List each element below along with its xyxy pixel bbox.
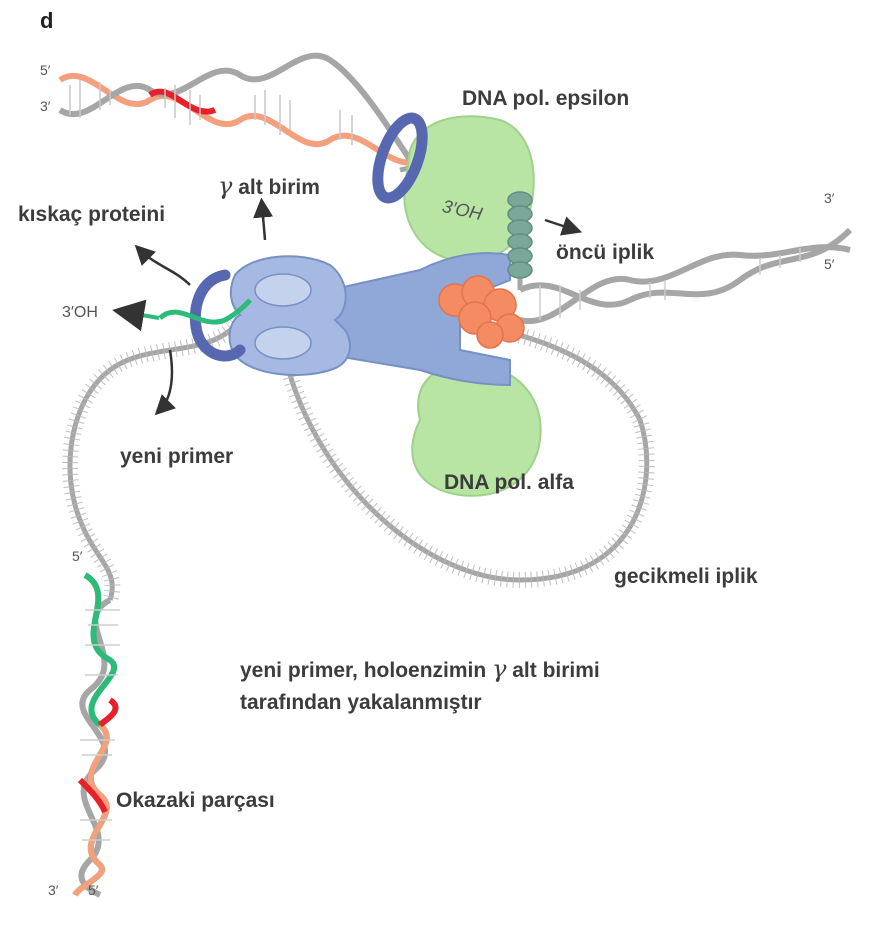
okazaki-helix (72, 572, 120, 898)
label-new-primer: yeni primer (120, 445, 234, 468)
end-label-right-5: 5′ (824, 256, 835, 272)
right-helix (518, 227, 853, 325)
clamp-top (372, 112, 428, 204)
gamma-symbol: γ (218, 172, 233, 200)
gamma-subunit-text: alt birim (238, 176, 320, 199)
caption-line-1: yeni primer, holoenzimin γ alt birimi (240, 655, 600, 684)
helicase (507, 191, 533, 279)
caption-line-1-a: yeni primer, holoenzimin (240, 659, 487, 682)
end-label-3oh-left: 3′OH (62, 304, 98, 321)
primer-3oh-arrow (112, 299, 160, 332)
label-pol-alpha: DNA pol. alfa (444, 471, 574, 494)
label-okazaki: Okazaki parçası (116, 789, 275, 812)
top-helix (58, 52, 423, 177)
lagging-strand-loop (62, 314, 655, 603)
label-gamma-subunit: γ alt birim (218, 172, 320, 201)
new-primer-rna (158, 298, 252, 325)
primase (438, 275, 525, 349)
caption-line-2: tarafından yakalanmıştır (240, 691, 482, 714)
pointer-arrows (134, 197, 583, 416)
end-label-bottom-3: 3′ (48, 882, 59, 898)
end-label-bottom-5: 5′ (88, 882, 99, 898)
panel-letter: d (40, 8, 54, 33)
label-pol-epsilon: DNA pol. epsilon (462, 87, 630, 110)
caption-line-1-b: alt birimi (512, 659, 600, 682)
clamp-left (189, 269, 246, 362)
label-clamp-protein: kıskaç proteini (18, 203, 166, 226)
end-label-lower-5: 5′ (72, 548, 83, 564)
end-label-top-3: 3′ (40, 98, 51, 114)
caption-gamma-symbol: γ (492, 655, 507, 683)
end-label-top-5: 5′ (40, 62, 51, 78)
end-label-right-3: 3′ (824, 190, 835, 206)
label-lagging-strand: gecikmeli iplik (614, 565, 758, 588)
label-leading-strand: öncü iplik (556, 241, 655, 264)
